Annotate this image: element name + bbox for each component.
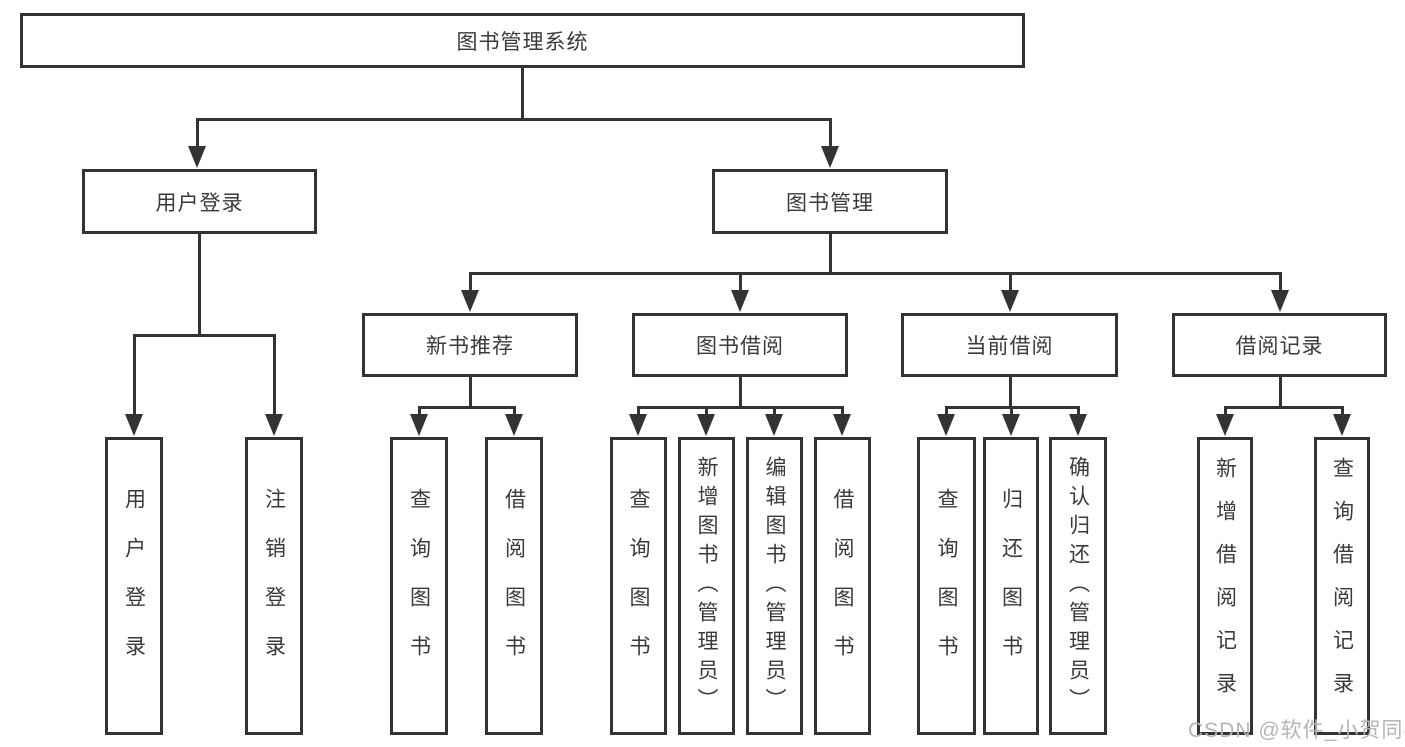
- node-current-borrow: 当前借阅: [901, 313, 1118, 377]
- leaf-label: 确认归还（管理员）: [1066, 455, 1090, 717]
- leaf-user-login: 用户登录: [105, 437, 163, 735]
- connector-line: [132, 334, 136, 418]
- connector-line: [1224, 406, 1344, 409]
- connector-line: [828, 118, 832, 150]
- arrowhead-down-icon: [505, 414, 523, 436]
- connector-line: [704, 406, 708, 418]
- connector-line: [1340, 406, 1344, 418]
- leaf-label: 查询借阅记录: [1330, 457, 1354, 715]
- leaf-confirm-return-admin: 确认归还（管理员）: [1049, 437, 1107, 735]
- leaf-borrow-book-recommend: 借阅图书: [485, 437, 543, 735]
- connector-line: [512, 406, 516, 418]
- node-user-login: 用户登录: [82, 169, 317, 234]
- arrowhead-down-icon: [461, 290, 479, 312]
- connector-line: [772, 406, 776, 418]
- arrowhead-down-icon: [1002, 414, 1020, 436]
- arrowhead-down-icon: [697, 414, 715, 436]
- leaf-logout-login: 注销登录: [245, 437, 303, 735]
- connector-line: [196, 118, 832, 121]
- connector-line: [1223, 406, 1227, 418]
- connector-line: [272, 334, 276, 418]
- leaf-query-book-borrow: 查询图书: [610, 437, 667, 735]
- connector-line: [636, 406, 640, 418]
- node-label: 借阅记录: [1235, 335, 1324, 358]
- leaf-label: 新增图书（管理员）: [695, 455, 718, 717]
- connector-line: [468, 377, 472, 408]
- arrowhead-down-icon: [188, 146, 206, 168]
- arrowhead-down-icon: [265, 414, 283, 436]
- connector-line: [1009, 406, 1013, 418]
- arrowhead-down-icon: [765, 414, 783, 436]
- leaf-label: 借阅图书: [831, 488, 854, 684]
- node-label: 图书管理: [786, 191, 874, 215]
- arrowhead-down-icon: [410, 414, 428, 436]
- arrowhead-down-icon: [1001, 290, 1019, 312]
- leaf-label: 注销登录: [262, 488, 286, 684]
- leaf-label: 查询图书: [627, 488, 650, 684]
- connector-line: [828, 234, 832, 274]
- arrowhead-down-icon: [821, 146, 839, 168]
- node-label: 图书管理系统: [456, 30, 589, 54]
- arrowhead-down-icon: [1271, 290, 1289, 312]
- connector-line: [417, 406, 421, 418]
- leaf-add-book-admin: 新增图书（管理员）: [678, 437, 735, 735]
- connector-line: [637, 406, 844, 409]
- node-new-book-recommend: 新书推荐: [362, 313, 578, 377]
- connector-line: [944, 406, 948, 418]
- connector-line: [1008, 377, 1012, 408]
- leaf-query-borrow-record: 查询借阅记录: [1314, 437, 1370, 735]
- arrowhead-down-icon: [1216, 414, 1234, 436]
- connector-line: [1076, 406, 1080, 418]
- connector-line: [469, 272, 1282, 275]
- leaf-add-borrow-record: 新增借阅记录: [1197, 437, 1253, 735]
- leaf-label: 归还图书: [999, 488, 1023, 684]
- connector-line: [1278, 272, 1282, 294]
- connector-line: [945, 406, 1080, 409]
- leaf-label: 编辑图书（管理员）: [763, 455, 786, 717]
- connector-line: [418, 406, 516, 409]
- connector-line: [468, 272, 472, 294]
- node-label: 用户登录: [155, 191, 244, 215]
- leaf-query-book-recommend: 查询图书: [390, 437, 448, 735]
- leaf-query-book-current: 查询图书: [917, 437, 976, 735]
- connector-line: [1008, 272, 1012, 294]
- connector-line: [1278, 377, 1282, 408]
- arrowhead-down-icon: [833, 414, 851, 436]
- connector-line: [197, 234, 201, 336]
- node-book-management: 图书管理: [712, 169, 948, 234]
- node-label: 新书推荐: [426, 335, 514, 358]
- arrowhead-down-icon: [1069, 414, 1087, 436]
- arrowhead-down-icon: [629, 414, 647, 436]
- leaf-borrow-book: 借阅图书: [814, 437, 871, 735]
- arrowhead-down-icon: [1333, 414, 1351, 436]
- leaf-label: 新增借阅记录: [1213, 457, 1237, 715]
- leaf-edit-book-admin: 编辑图书（管理员）: [746, 437, 803, 735]
- node-label: 图书借阅: [696, 335, 784, 358]
- leaf-return-book: 归还图书: [983, 437, 1039, 735]
- leaf-label: 借阅图书: [502, 488, 526, 684]
- connector-line: [195, 118, 199, 150]
- connector-line: [520, 68, 524, 120]
- connector-line: [840, 406, 844, 418]
- node-library-management-system: 图书管理系统: [20, 13, 1025, 68]
- leaf-label: 查询图书: [935, 488, 958, 684]
- connector-line: [738, 272, 742, 294]
- arrowhead-down-icon: [937, 414, 955, 436]
- node-borrow-record: 借阅记录: [1172, 313, 1387, 377]
- connector-line: [133, 334, 275, 337]
- arrowhead-down-icon: [731, 290, 749, 312]
- watermark: CSDN @软件_小贺同学: [1188, 719, 1405, 742]
- node-book-borrow: 图书借阅: [632, 313, 848, 377]
- leaf-label: 查询图书: [407, 488, 431, 684]
- node-label: 当前借阅: [965, 335, 1054, 358]
- connector-line: [738, 377, 742, 408]
- leaf-label: 用户登录: [122, 488, 146, 684]
- arrowhead-down-icon: [125, 414, 143, 436]
